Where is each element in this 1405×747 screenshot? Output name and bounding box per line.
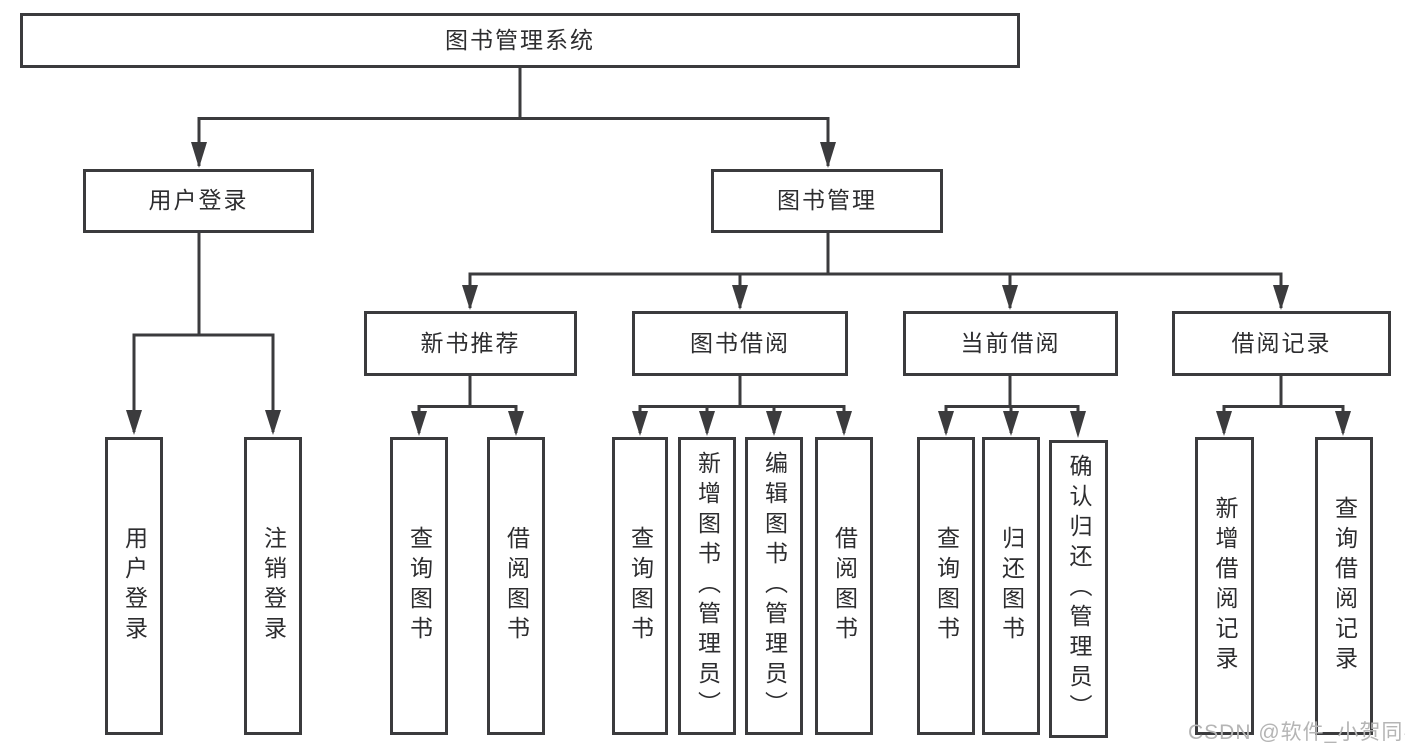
leaf-query-book-current-label: 查询图书 bbox=[933, 526, 960, 646]
leaf-query-book-rec: 查询图书 bbox=[390, 437, 448, 735]
leaf-add-borrow-record-label: 新增借阅记录 bbox=[1212, 496, 1238, 676]
leaf-borrow-book: 借阅图书 bbox=[815, 437, 873, 735]
leaf-query-book-borrow-label: 查询图书 bbox=[627, 526, 654, 646]
leaf-query-borrow-record-label: 查询借阅记录 bbox=[1331, 496, 1358, 676]
node-new-book-rec: 新书推荐 bbox=[364, 311, 577, 376]
connector-book-borrow-children bbox=[632, 376, 852, 436]
node-borrow-record: 借阅记录 bbox=[1172, 311, 1391, 376]
leaf-borrow-book-rec: 借阅图书 bbox=[487, 437, 545, 735]
leaf-query-borrow-record: 查询借阅记录 bbox=[1315, 437, 1373, 735]
leaf-logout-label: 注销登录 bbox=[260, 526, 287, 646]
leaf-return-book-label: 归还图书 bbox=[998, 526, 1025, 646]
connector-borrow-record-children bbox=[1216, 376, 1351, 436]
node-user-login-label: 用户登录 bbox=[148, 187, 249, 214]
connector-book-mgmt-children bbox=[462, 233, 1289, 310]
leaf-confirm-return-admin: 确认归还（管理员） bbox=[1049, 440, 1108, 738]
leaf-query-book-rec-label: 查询图书 bbox=[406, 526, 433, 646]
node-user-login: 用户登录 bbox=[83, 169, 314, 233]
node-new-book-rec-label: 新书推荐 bbox=[420, 329, 521, 356]
leaf-edit-book-admin: 编辑图书（管理员） bbox=[745, 437, 803, 735]
node-current-borrow: 当前借阅 bbox=[903, 311, 1118, 376]
leaf-add-book-admin: 新增图书（管理员） bbox=[678, 437, 736, 735]
leaf-user-login: 用户登录 bbox=[105, 437, 163, 735]
node-book-mgmt-label: 图书管理 bbox=[777, 187, 877, 214]
leaf-confirm-return-admin-label: 确认归还（管理员） bbox=[1066, 454, 1092, 724]
connector-user-login-children bbox=[126, 233, 281, 435]
node-book-borrow-label: 图书借阅 bbox=[690, 329, 790, 356]
node-borrow-record-label: 借阅记录 bbox=[1231, 329, 1332, 356]
leaf-query-book-borrow: 查询图书 bbox=[612, 437, 668, 735]
leaf-return-book: 归还图书 bbox=[982, 437, 1040, 735]
leaf-logout: 注销登录 bbox=[244, 437, 302, 735]
leaf-add-book-admin-label: 新增图书（管理员） bbox=[694, 451, 721, 721]
leaf-query-book-current: 查询图书 bbox=[917, 437, 975, 735]
leaf-user-login-label: 用户登录 bbox=[121, 526, 148, 646]
leaf-borrow-book-label: 借阅图书 bbox=[831, 526, 858, 646]
connector-new-book-children bbox=[411, 376, 524, 436]
node-root-label: 图书管理系统 bbox=[445, 26, 595, 53]
connector-current-borrow-children bbox=[938, 376, 1086, 438]
connector-root-to-level2 bbox=[191, 67, 836, 168]
node-book-borrow: 图书借阅 bbox=[632, 311, 848, 376]
node-root: 图书管理系统 bbox=[20, 13, 1020, 68]
node-current-borrow-label: 当前借阅 bbox=[960, 329, 1061, 356]
leaf-edit-book-admin-label: 编辑图书（管理员） bbox=[761, 451, 788, 721]
node-book-mgmt: 图书管理 bbox=[711, 169, 943, 233]
leaf-add-borrow-record: 新增借阅记录 bbox=[1195, 437, 1254, 735]
leaf-borrow-book-rec-label: 借阅图书 bbox=[503, 526, 530, 646]
